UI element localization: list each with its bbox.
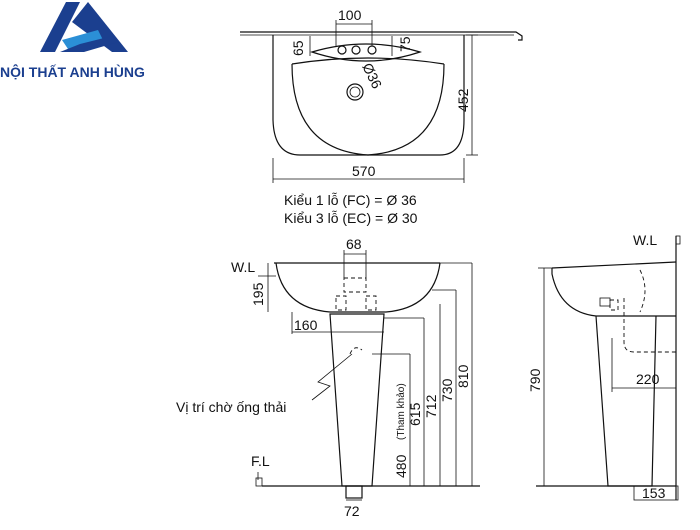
dim-hole-spacing: 100 bbox=[338, 7, 362, 23]
dim-side-height: 790 bbox=[527, 368, 543, 392]
dim-bowl-height: 195 bbox=[250, 282, 266, 306]
dim-inner-width: 160 bbox=[294, 317, 318, 333]
top-view: 100 65 75 Ø36 452 570 bbox=[240, 7, 523, 183]
front-view: W.L 68 195 160 480 (Tham khảo) 615 712 7… bbox=[176, 236, 480, 519]
drain-outer bbox=[346, 83, 364, 101]
dim-width: 570 bbox=[352, 163, 376, 179]
tap-hole-right bbox=[367, 45, 377, 55]
tap-hole-left bbox=[337, 45, 347, 55]
note-one-hole: Kiểu 1 lỗ (FC) = Ø 36 bbox=[284, 192, 417, 208]
dim-480: 480 bbox=[393, 454, 409, 478]
dim-810: 810 bbox=[455, 364, 471, 388]
dim-top-width: 68 bbox=[346, 236, 362, 252]
label-side-water-level: W.L bbox=[633, 232, 657, 248]
brand-name: NỘI THẤT ANH HÙNG bbox=[0, 63, 145, 80]
dim-side-base: 153 bbox=[642, 485, 666, 501]
label-reference: (Tham khảo) bbox=[396, 383, 407, 440]
dim-base-width: 72 bbox=[344, 503, 360, 519]
logo-mark-icon bbox=[40, 2, 128, 52]
label-drain-position: Vị trí chờ ống thải bbox=[176, 399, 286, 415]
dim-right-offset: 75 bbox=[397, 36, 413, 52]
dim-712: 712 bbox=[423, 394, 439, 418]
dim-depth: 452 bbox=[455, 88, 471, 112]
dim-left-offset: 65 bbox=[290, 40, 306, 56]
drain-inner bbox=[349, 86, 361, 98]
dim-hole-diameter: Ø36 bbox=[359, 60, 385, 91]
brand-logo: NỘI THẤT ANH HÙNG bbox=[0, 2, 145, 80]
dim-730: 730 bbox=[439, 378, 455, 402]
tap-hole-center bbox=[351, 45, 361, 55]
note-three-hole: Kiểu 3 lỗ (EC) = Ø 30 bbox=[284, 210, 418, 226]
label-floor-level: F.L bbox=[251, 453, 270, 469]
dim-drain-offset: 220 bbox=[636, 371, 660, 387]
label-water-level: W.L bbox=[231, 259, 255, 275]
dim-615: 615 bbox=[407, 402, 423, 426]
side-view: W.L 790 220 153 bbox=[527, 232, 681, 501]
